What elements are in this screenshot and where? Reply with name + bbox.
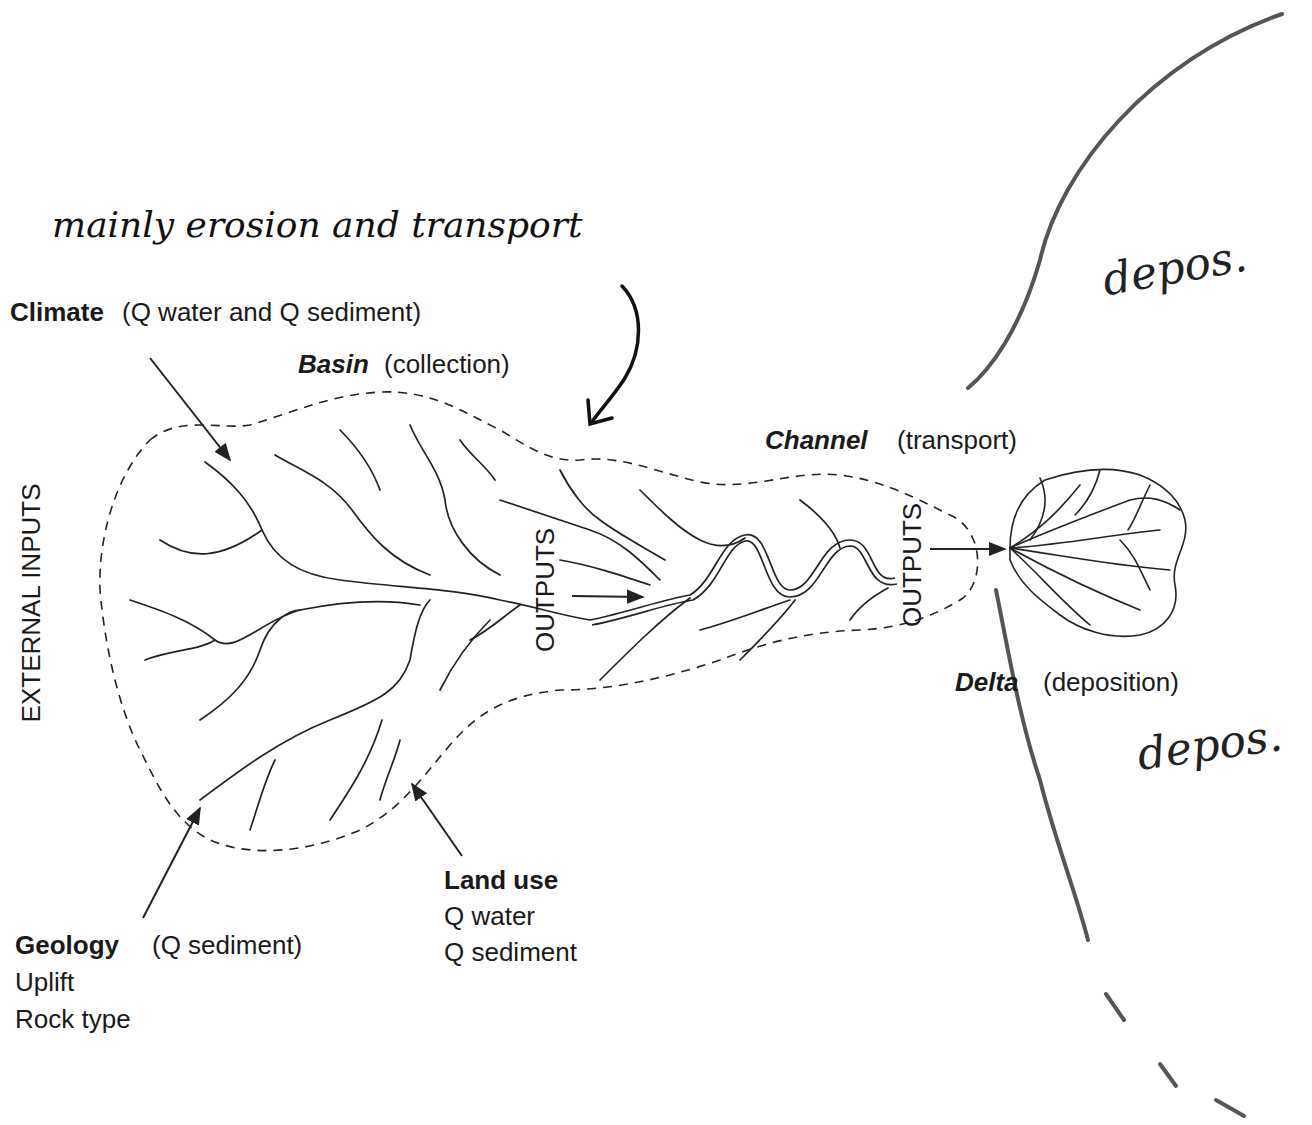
zone-name: Channel — [765, 426, 868, 456]
input-detail: Rock type — [15, 1005, 131, 1035]
input-detail: (Q sediment) — [152, 931, 302, 961]
handwritten-note: mainly erosion and transport — [52, 204, 582, 245]
basin-outline — [100, 392, 978, 851]
coastline — [968, 14, 1282, 1116]
input-name: Geology — [15, 931, 119, 961]
leader-arrows — [143, 358, 1005, 918]
zone-name: Delta — [955, 668, 1019, 698]
input-detail: (Q water and Q sediment) — [122, 298, 421, 328]
river-network — [130, 425, 888, 830]
delta-fan — [1010, 470, 1186, 637]
handwritten-note: depos. — [1134, 710, 1285, 780]
side-label: EXTERNAL INPUTS — [17, 484, 47, 723]
handwritten-arrow — [592, 286, 639, 422]
input-detail: Uplift — [15, 968, 74, 998]
input-name: Land use — [444, 866, 558, 896]
zone-detail: (transport) — [897, 426, 1017, 456]
main-channel — [590, 535, 897, 625]
handwritten-arrowhead — [588, 400, 612, 424]
zone-detail: (collection) — [384, 350, 510, 380]
output-label: OUTPUTS — [898, 503, 928, 627]
output-label: OUTPUTS — [531, 528, 561, 652]
zone-detail: (deposition) — [1043, 668, 1179, 698]
input-detail: Q water — [444, 902, 535, 932]
zone-name: Basin — [298, 350, 369, 380]
input-detail: Q sediment — [444, 938, 577, 968]
input-name: Climate — [10, 298, 104, 328]
handwritten-note: depos. — [1099, 230, 1251, 305]
